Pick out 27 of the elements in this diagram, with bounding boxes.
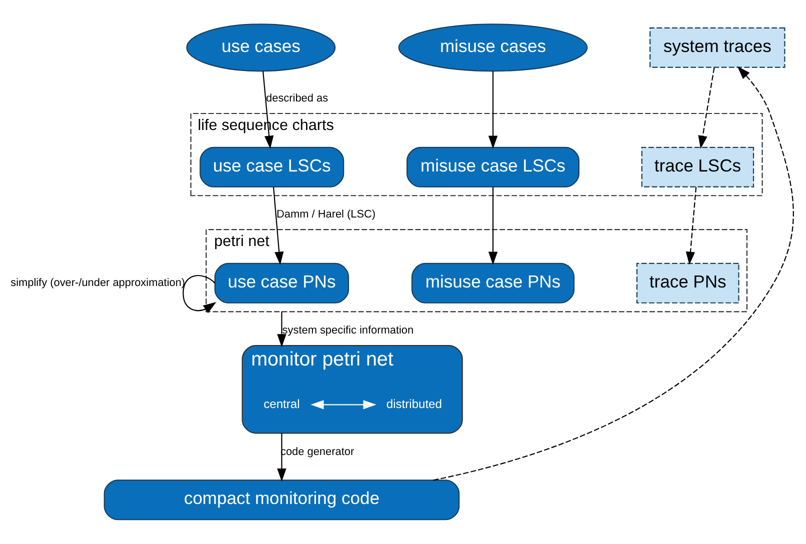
arrow: [488, 71, 498, 149]
node-ellipse: use cases: [186, 24, 336, 72]
node-box: use case PNs: [214, 262, 350, 304]
node-ellipse: misuse cases: [398, 24, 588, 72]
edge-label: system specific information: [282, 324, 414, 337]
arrow: [310, 400, 376, 410]
arrow: [262, 71, 274, 149]
edge-label: described as: [266, 92, 328, 104]
arrow: [272, 187, 284, 265]
arrow: [277, 312, 286, 348]
arrow: [488, 187, 498, 265]
arrow: [433, 66, 794, 481]
edge-label: simplify (over-/under approximation): [10, 276, 186, 289]
node-box: use case LSCs: [200, 146, 344, 188]
arrow: [182, 275, 216, 314]
node-box: system traces: [650, 27, 786, 68]
edge-label: Damm / Harel (LSC): [276, 208, 376, 221]
node-box: compact monitoring code: [104, 480, 460, 520]
node-box: trace LSCs: [641, 146, 754, 188]
node-text: central: [264, 396, 300, 411]
arrow: [698, 67, 715, 149]
arrow: [277, 433, 286, 482]
node-box: misuse case PNs: [411, 262, 575, 304]
node-text: distributed: [386, 396, 442, 411]
node-box: trace PNs: [636, 262, 740, 304]
node-box: misuse case LSCs: [406, 146, 580, 188]
arrow: [686, 187, 697, 265]
